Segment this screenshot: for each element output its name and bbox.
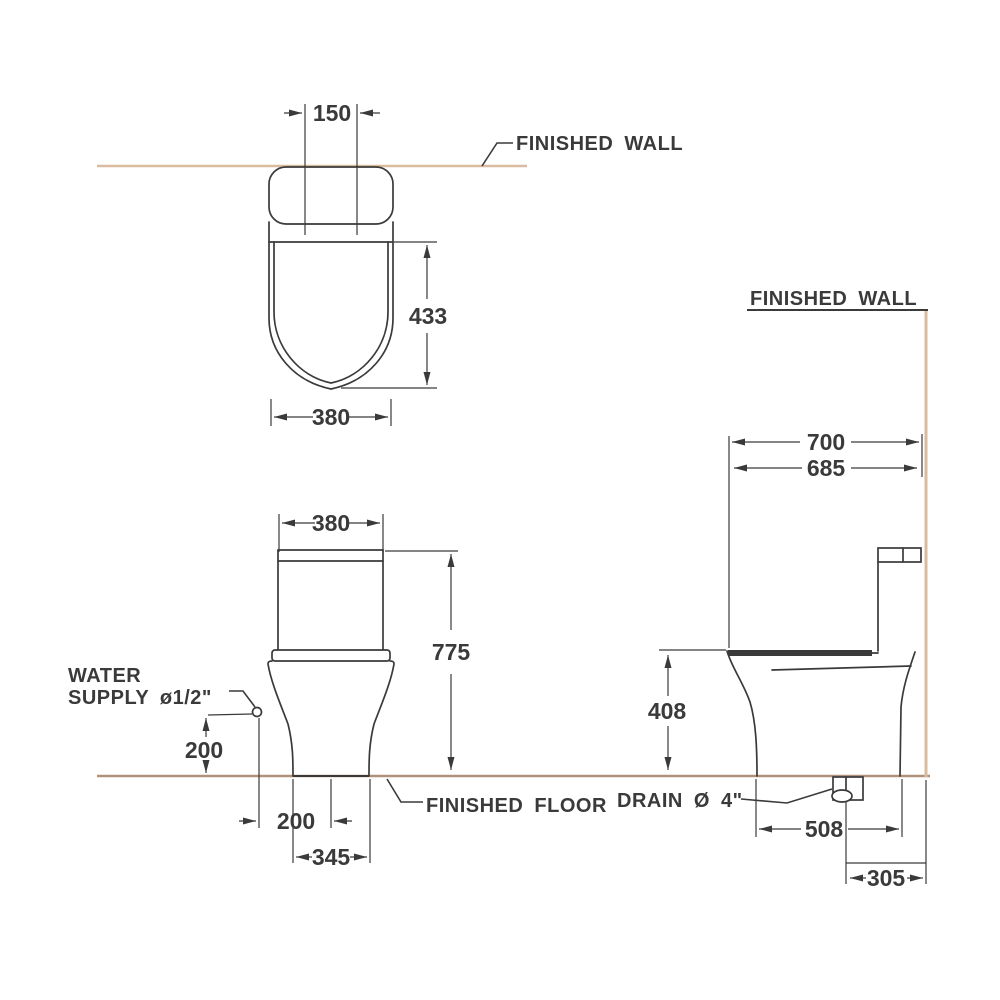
water-supply-point bbox=[251, 706, 263, 718]
dim-305: 305 bbox=[867, 865, 906, 891]
dim-775: 775 bbox=[432, 639, 471, 665]
leader-line bbox=[481, 142, 513, 167]
bowl-inner-outline bbox=[273, 241, 389, 384]
finished-wall-side-label: FINISHED WALL bbox=[750, 288, 917, 310]
bowl-rim-line bbox=[771, 665, 912, 671]
leader-line bbox=[740, 788, 833, 804]
flush-button bbox=[877, 547, 922, 563]
leader-line bbox=[386, 778, 423, 803]
drain-outlet bbox=[831, 789, 853, 803]
drain-label: DRAIN Ø 4" bbox=[617, 790, 743, 812]
supply-horizontal-line bbox=[207, 713, 253, 716]
seat-edge-band bbox=[728, 650, 872, 656]
tank-base-flange bbox=[271, 649, 391, 662]
bowl-outer-outline bbox=[268, 221, 394, 390]
dim-433: 433 bbox=[409, 303, 447, 329]
dim-685: 685 bbox=[807, 455, 846, 481]
bowl-left-profile bbox=[267, 660, 294, 777]
bowl-back-profile bbox=[899, 651, 916, 777]
dim-508: 508 bbox=[805, 816, 844, 842]
dim-408: 408 bbox=[648, 698, 687, 724]
dim-380-top: 380 bbox=[312, 404, 350, 430]
structure-lines bbox=[97, 164, 930, 778]
leader-line bbox=[229, 690, 256, 708]
water-supply-label-1: WATER bbox=[68, 665, 141, 687]
dim-700: 700 bbox=[807, 429, 845, 455]
front-view: 380 775 WATER SUPPLY ø1/2" 200 200 bbox=[68, 510, 607, 870]
side-view: FINISHED WALL 700 685 408 DRAIN Ø 4" bbox=[617, 288, 928, 891]
bowl-right-profile bbox=[368, 660, 395, 777]
finished-floor-label: FINISHED FLOOR bbox=[426, 795, 607, 817]
dim-380-front: 380 bbox=[312, 510, 350, 536]
tank-top-outline bbox=[268, 166, 394, 225]
dim-150: 150 bbox=[313, 100, 351, 126]
dim-200-height: 200 bbox=[185, 737, 223, 763]
dim-200-offset: 200 bbox=[277, 808, 315, 834]
dim-345: 345 bbox=[312, 844, 351, 870]
top-view: 150 433 380 FINISHED WALL bbox=[268, 100, 683, 430]
bowl-front-profile bbox=[726, 650, 758, 777]
water-supply-label-2: SUPPLY ø1/2" bbox=[68, 687, 212, 709]
finished-wall-top-label: FINISHED WALL bbox=[516, 133, 683, 155]
